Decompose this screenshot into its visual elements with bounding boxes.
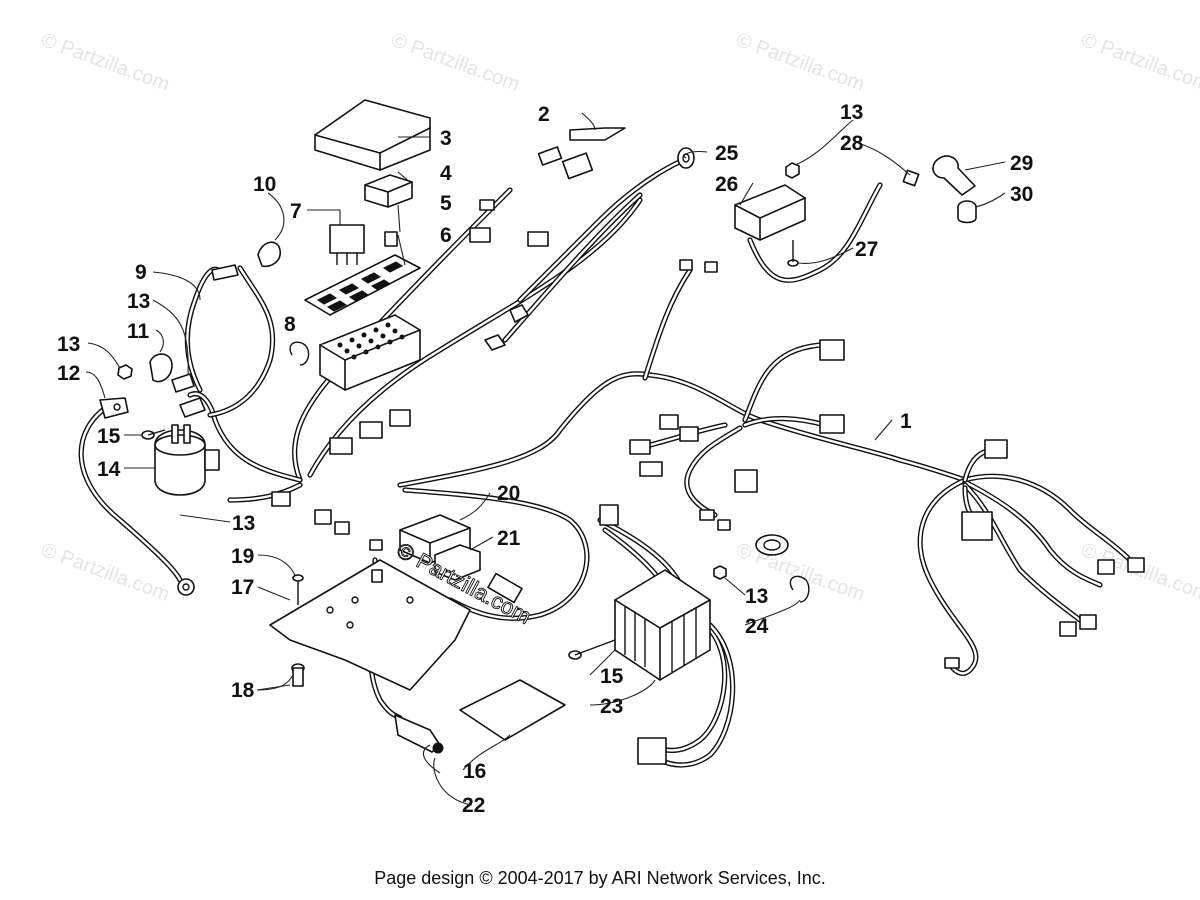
- callout-27: 27: [855, 238, 878, 261]
- callout-16: 16: [463, 760, 486, 783]
- cap: [957, 200, 977, 224]
- blade-fuse: [384, 231, 398, 247]
- callout-9: 9: [135, 261, 147, 284]
- watermark: © Partzilla.com: [38, 29, 172, 96]
- screw-cdi: [787, 240, 799, 267]
- callout-10: 10: [253, 173, 276, 196]
- callout-8: 8: [284, 313, 296, 336]
- nut-regulator: [713, 565, 727, 580]
- nut: [117, 364, 133, 380]
- watermark: © Partzilla.com: [733, 29, 867, 96]
- callout-6: 6: [440, 224, 452, 247]
- callout-13-e: 13: [840, 101, 863, 124]
- watermark: © Partzilla.com: [388, 29, 522, 96]
- callout-21: 21: [497, 527, 521, 550]
- battery-ring-terminal: [177, 578, 195, 596]
- callout-29: 29: [1010, 152, 1033, 175]
- clip: [289, 341, 310, 366]
- starter-solenoid: [154, 424, 220, 496]
- nut-cdi: [785, 162, 800, 179]
- bolt-regulator: [568, 639, 616, 660]
- callout-22: 22: [462, 794, 485, 817]
- callout-13-d: 13: [745, 585, 768, 608]
- callout-3: 3: [440, 127, 452, 150]
- callout-12: 12: [57, 362, 80, 385]
- callout-7: 7: [290, 200, 302, 223]
- terminal-boot-small: [149, 353, 173, 383]
- callout-13-c: 13: [232, 512, 255, 535]
- callout-30: 30: [1010, 183, 1033, 206]
- mounting-plate: [269, 559, 471, 691]
- callout-18: 18: [231, 679, 255, 702]
- callout-13-a: 13: [127, 290, 150, 313]
- clip-right: [789, 575, 810, 603]
- callout-19: 19: [231, 545, 254, 568]
- callout-25: 25: [715, 142, 739, 165]
- callout-13-b: 13: [57, 333, 80, 356]
- callout-4: 4: [440, 162, 452, 185]
- callout-5: 5: [440, 192, 452, 215]
- callout-numbers: 1 2 3 4 5 6 7 8 9 10 11 12 13 13 13 13 1…: [57, 101, 1033, 817]
- leader-lines: [85, 112, 1006, 806]
- cdi-box: [734, 184, 806, 241]
- ring-terminal: [99, 397, 129, 419]
- callout-24: 24: [745, 615, 769, 638]
- callout-15-b: 15: [600, 665, 624, 688]
- callout-2: 2: [538, 103, 550, 126]
- connectors: [171, 127, 1145, 765]
- adhesive-pad: [459, 679, 566, 741]
- fuse-box-cover: [314, 99, 431, 171]
- terminal-boot: [257, 241, 281, 268]
- callout-14: 14: [97, 458, 121, 481]
- sensor: [394, 714, 444, 754]
- callout-23: 23: [600, 695, 623, 718]
- socket: [755, 534, 789, 556]
- voltage-regulator: [614, 569, 711, 681]
- callout-17: 17: [231, 576, 254, 599]
- screw: [292, 574, 304, 605]
- callout-28: 28: [840, 132, 864, 155]
- spark-plug-boot: [932, 155, 976, 196]
- callout-20: 20: [497, 482, 520, 505]
- fuse-block: [319, 314, 421, 391]
- callout-26: 26: [715, 173, 738, 196]
- harness-right-branches: [962, 447, 1133, 623]
- watermark: © Partzilla.com: [1078, 29, 1200, 96]
- rivet: [291, 663, 305, 687]
- relay: [329, 224, 365, 265]
- spark-plug-connector: [902, 169, 920, 187]
- fuse-panel: [304, 254, 421, 316]
- callout-15-a: 15: [97, 425, 121, 448]
- page-footer: Page design © 2004-2017 by ARI Network S…: [374, 868, 826, 888]
- control-module-2: [434, 544, 481, 581]
- relay-cube: [364, 174, 413, 208]
- callout-1: 1: [900, 410, 912, 433]
- callout-11: 11: [127, 320, 150, 343]
